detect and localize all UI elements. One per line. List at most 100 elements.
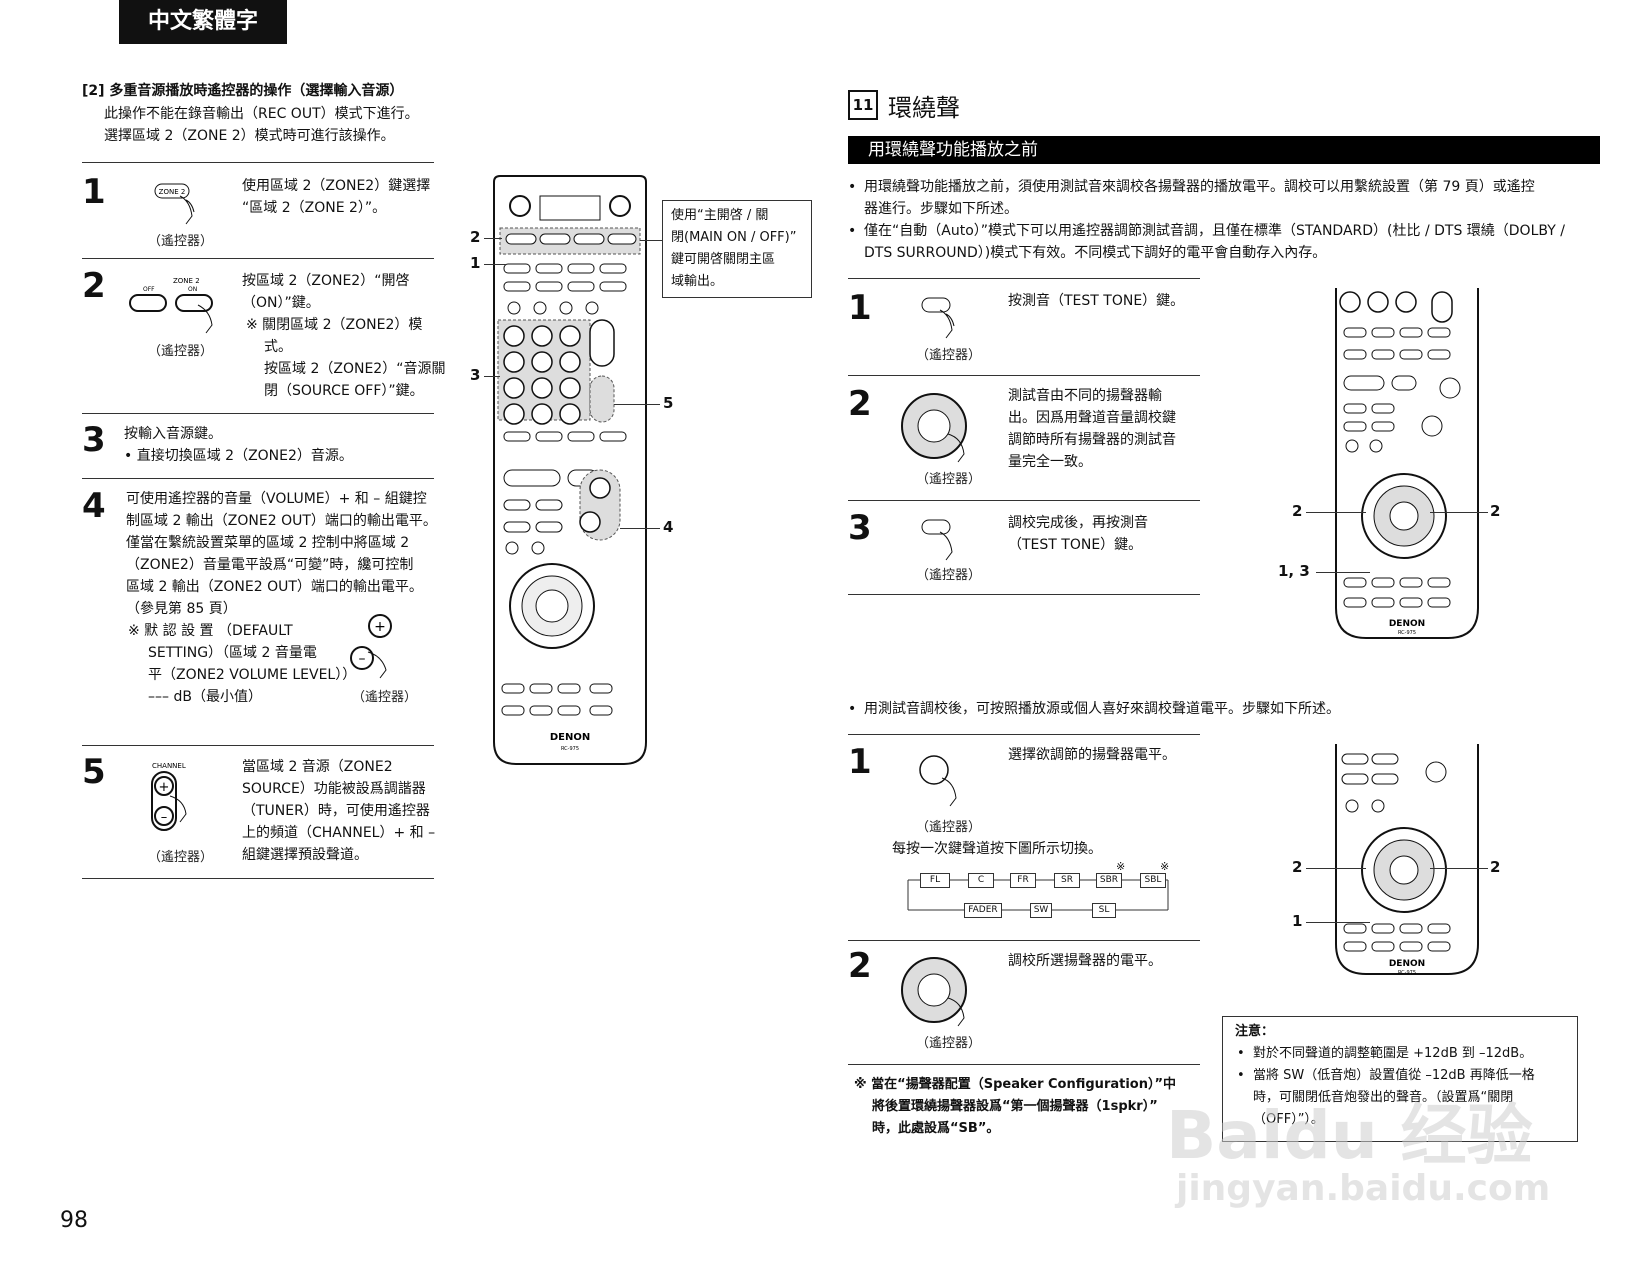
callout-2: 2 <box>1292 858 1303 876</box>
remote-control-illustration: DENON RC-975 <box>490 170 650 774</box>
step-text: 使用區域 2（ZONE2）鍵選擇 <box>242 178 431 194</box>
notice-item: 對於不同聲道的調整範圍是 +12dB 到 –12dB。 <box>1237 1043 1532 1065</box>
channel-cycle-diagram: FL C FR SR SBR SBL FADER SW SL ※ ※ <box>904 860 1186 918</box>
leader-line <box>1316 572 1370 573</box>
leader-line <box>614 404 660 405</box>
step-text: 調節時所有揚聲器的測試音 <box>1008 432 1176 448</box>
svg-text:+: + <box>374 619 386 635</box>
leader-line <box>1306 512 1366 513</box>
step-text: （TEST TONE）鍵。 <box>1008 537 1143 553</box>
divider <box>848 1064 1200 1065</box>
section-number-badge: 11 <box>848 90 878 120</box>
callout-2: 2 <box>1292 502 1303 520</box>
channel-fader: FADER <box>964 903 1002 918</box>
intro-bullet: 用環繞聲功能播放之前，須使用測試音來調校各揚聲器的播放電平。調校可以用繫統設置（… <box>848 176 1535 198</box>
channel-fr: FR <box>1010 873 1036 888</box>
step-note: 平（ZONE2 VOLUME LEVEL）） <box>148 667 357 683</box>
channel-sbl: SBL <box>1140 873 1166 888</box>
callout-2: 2 <box>470 228 481 246</box>
channel-buttons-illustration: CHANNEL+– <box>148 760 218 844</box>
notice-title: 注意： <box>1235 1024 1275 1039</box>
step-note: 式。 <box>264 339 292 355</box>
notice-item-cont: 時，可關閉低音炮發出的聲音。（設置爲“關閉 <box>1253 1090 1514 1105</box>
callout-1: 1 <box>1292 912 1303 930</box>
zone2-label: ZONE 2 <box>159 188 186 196</box>
section-title: [2] 多重音源播放時遙控器的操作（選擇輸入音源） <box>82 83 404 99</box>
step-text: 選擇欲調節的揚聲器電平。 <box>1008 747 1176 763</box>
divider <box>82 745 434 746</box>
channel-sl: SL <box>1092 903 1116 918</box>
leader-line <box>620 528 660 529</box>
divider <box>848 594 1200 595</box>
model-label: RC-975 <box>1398 630 1416 636</box>
callout-2: 2 <box>1490 858 1501 876</box>
step-text: 上的頻道（CHANNEL）+ 和 – <box>242 825 436 841</box>
intro-line: 此操作不能在錄音輸出（REC OUT）模式下進行。 <box>104 106 419 122</box>
remote-caption: （遙控器） <box>916 568 982 583</box>
intro-bullet-cont: 器進行。步驟如下所述。 <box>864 201 1018 217</box>
remote-caption: （遙控器） <box>148 234 214 249</box>
divider <box>848 734 1200 735</box>
callout-3: 3 <box>470 366 481 384</box>
step-text: 出。因爲用聲道音量調校鍵 <box>1008 410 1176 426</box>
svg-text:+: + <box>159 780 170 795</box>
remote-control-partial-b: DENON RC-975 <box>1332 744 1482 998</box>
divider <box>82 878 434 879</box>
leader-line <box>1430 512 1488 513</box>
notice-box: 注意： 對於不同聲道的調整範圍是 +12dB 到 –12dB。 當將 SW（低音… <box>1222 1016 1578 1142</box>
step-text: （ON）”鍵。 <box>242 295 320 311</box>
section-heading: 環繞聲 <box>888 94 960 122</box>
remote-caption: （遙控器） <box>916 348 982 363</box>
step-note: ––– dB（最小值） <box>148 689 262 705</box>
step-text: 組鍵選擇預設聲道。 <box>242 847 368 863</box>
brand-label: DENON <box>1389 619 1425 629</box>
language-tab: 中文繁體字 <box>119 0 287 44</box>
footnote-line: ※ 當在“揚聲器配置（Speaker Configuration）”中 <box>854 1077 1177 1092</box>
step-number: 3 <box>82 420 106 460</box>
step-text: 制區域 2 輸出（ZONE2 OUT）端口的輸出電平。 <box>126 513 437 529</box>
callout-2: 2 <box>1490 502 1501 520</box>
model-label: RC-975 <box>561 746 579 752</box>
step-text: 調校所選揚聲器的電平。 <box>1008 953 1162 969</box>
step-text: （參見第 85 頁） <box>126 601 237 617</box>
channel-sbr: SBR <box>1096 873 1122 888</box>
notice-item: 當將 SW（低音炮）設置值從 –12dB 再降低一格 <box>1237 1065 1535 1087</box>
baidu-watermark-url: jingyan.baidu.com <box>1176 1168 1551 1209</box>
divider <box>82 478 434 479</box>
callout-4: 4 <box>663 518 674 536</box>
leader-line <box>1306 922 1370 923</box>
step-text: 按測音（TEST TONE）鍵。 <box>1008 293 1185 309</box>
zone2-button-illustration: ZONE 2 <box>150 176 220 230</box>
test-tone-button-illustration <box>918 514 978 568</box>
leader-line <box>484 238 502 239</box>
step-text: 區域 2 輸出（ZONE2 OUT）端口的輸出電平。 <box>126 579 423 595</box>
step-text: “區域 2（ZONE 2）”。 <box>242 200 387 216</box>
leader-line <box>640 240 662 241</box>
step-number: 1 <box>848 288 872 328</box>
step-number: 4 <box>82 486 106 526</box>
step-text: 僅當在繫統設置菜單的區域 2 控制中將區域 2 <box>126 535 410 551</box>
channel-label: CHANNEL <box>152 762 186 770</box>
step-number: 2 <box>82 266 106 306</box>
remote-caption: （遙控器） <box>148 344 214 359</box>
step-text: （TUNER）時，可使用遙控器 <box>242 803 430 819</box>
step-note: ※ 關閉區域 2（ZONE2）模 <box>246 317 423 333</box>
step-text: （ZONE2）音量電平設爲“可變”時，纔可控制 <box>126 557 414 573</box>
step-note: 按區域 2（ZONE2）“音源關 <box>264 361 446 377</box>
step-number: 5 <box>82 752 106 792</box>
remote-caption: （遙控器） <box>148 850 214 865</box>
volume-buttons-illustration: +– <box>346 612 416 686</box>
divider <box>82 162 434 163</box>
footnote-line: 時，此處設爲“SB”。 <box>872 1121 1000 1136</box>
divider <box>848 375 1200 376</box>
step-note: 閉（SOURCE OFF）”鍵。 <box>264 383 424 399</box>
channel-select-pad-illustration <box>898 954 978 1038</box>
subsection-bar: 用環繞聲功能播放之前 <box>848 136 1600 164</box>
channel-sw: SW <box>1030 903 1052 918</box>
footnote-line: 將後置環繞揚聲器設爲“第一個揚聲器（1spkr）” <box>872 1099 1158 1114</box>
off-label: OFF <box>143 286 155 293</box>
brand-label: DENON <box>550 732 590 743</box>
callout-1-3: 1, 3 <box>1278 562 1310 580</box>
intro-line: 選擇區域 2（ZONE 2）模式時可進行該操作。 <box>104 128 395 144</box>
step-number: 2 <box>848 946 872 986</box>
